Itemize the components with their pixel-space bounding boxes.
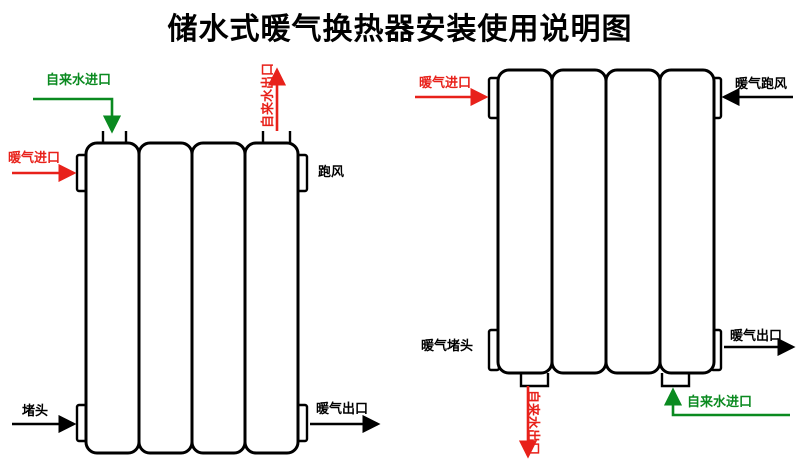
right-panel-4 <box>658 68 716 375</box>
left-panel-3 <box>190 141 247 455</box>
label-left-tap-water-inlet: 自来水进口 <box>46 73 112 88</box>
left-panel-1 <box>84 141 141 455</box>
label-left-plug: 堵头 <box>22 404 49 419</box>
right-panel-3 <box>604 68 662 375</box>
label-left-air-vent: 跑风 <box>318 165 345 180</box>
label-right-heating-plug: 暖气堵头 <box>421 339 474 354</box>
right-panel-2 <box>550 68 608 375</box>
label-right-air-vent: 暖气跑风 <box>735 77 788 92</box>
label-right-tap-water-inlet: 自来水进口 <box>687 395 753 410</box>
left-panel-4 <box>243 141 300 455</box>
right-radiator-body <box>487 68 723 388</box>
page-title: 储水式暖气换热器安装使用说明图 <box>167 12 633 47</box>
left-radiator-body <box>75 131 309 455</box>
label-left-tap-water-outlet: 自来水出口 <box>261 62 276 128</box>
label-left-heating-inlet: 暖气进口 <box>8 151 61 166</box>
right-panel-1 <box>496 68 554 375</box>
left-panel-2 <box>137 141 194 455</box>
label-right-heating-inlet: 暖气进口 <box>419 76 472 91</box>
label-left-heating-outlet: 暖气出口 <box>316 402 369 417</box>
label-right-heating-outlet: 暖气出口 <box>730 329 783 344</box>
left-arrow-tap-water-inlet <box>33 97 122 134</box>
label-right-tap-water-outlet: 自来水出口 <box>525 390 540 456</box>
right-bottom-port-water-out <box>519 373 550 388</box>
right-bottom-port-water-in <box>660 373 691 388</box>
right-arrow-tap-water-inlet <box>663 387 790 417</box>
